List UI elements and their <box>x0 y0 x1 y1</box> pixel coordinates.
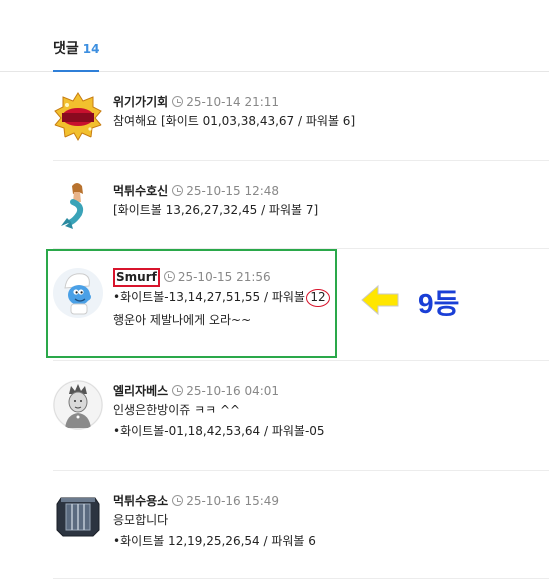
smurf-icon[interactable] <box>53 268 103 318</box>
comment-author[interactable]: 엘리자베스 <box>113 384 169 398</box>
comment-text: 행운아 제발나에게 오라~~ <box>113 313 252 327</box>
comment-divider <box>53 248 549 249</box>
tab-active-indicator <box>53 70 99 72</box>
comment-author[interactable]: Smurf <box>113 268 160 287</box>
comment-text: 참여해요 [화이트 01,03,38,43,67 / 파워볼 6] <box>113 114 356 128</box>
comment-time: 25-10-15 12:48 <box>186 184 280 198</box>
clock-icon <box>172 495 184 506</box>
circled-number: 12 <box>305 289 330 307</box>
clock-icon <box>172 96 184 107</box>
cell-icon[interactable] <box>53 490 103 540</box>
comment-text: 응모합니다 <box>113 513 169 527</box>
comment-author[interactable]: 위기가기회 <box>113 95 169 109</box>
comment-author[interactable]: 먹튀수용소 <box>113 494 169 508</box>
comment-count: 14 <box>82 42 100 56</box>
comment-text: •화이트볼-01,18,42,53,64 / 파워볼-05 <box>113 424 325 438</box>
comment-time: 25-10-16 15:49 <box>186 494 280 508</box>
comment-time: 25-10-14 21:11 <box>186 95 280 109</box>
comment-time: 25-10-16 04:01 <box>186 384 280 398</box>
jackpot-icon[interactable] <box>53 91 103 141</box>
tab-label: 댓글 <box>53 41 79 57</box>
pointer-arrow-icon <box>361 284 399 316</box>
highlight-box <box>46 249 337 358</box>
comment-text: 인생은한방이쥬 ㅋㅋ ^^ <box>113 403 241 417</box>
comment-item: 먹튀수호신 25-10-15 12:48 [화이트볼 13,26,27,32,45… <box>53 180 549 240</box>
comment-item-highlighted: Smurf 25-10-15 21:56 •화이트볼-13,14,27,51,55… <box>53 268 549 338</box>
clock-icon <box>172 385 184 396</box>
comment-author[interactable]: 먹튀수호신 <box>113 184 169 198</box>
queen-icon[interactable] <box>53 380 103 430</box>
rank-label: 9등 <box>418 288 460 319</box>
comment-item: 위기가기회 25-10-14 21:11 참여해요 [화이트 01,03,38,4… <box>53 91 549 151</box>
comment-divider <box>53 360 549 361</box>
comment-item: 엘리자베스 25-10-16 04:01 인생은한방이쥬 ㅋㅋ ^^ •화이트볼-… <box>53 380 549 450</box>
comment-item: 먹튀수용소 25-10-16 15:49 응모합니다 •화이트볼 12,19,25… <box>53 490 549 560</box>
clock-icon <box>163 271 175 282</box>
comment-text: •화이트볼-13,14,27,51,55 / 파워볼 <box>113 290 305 304</box>
comment-time: 25-10-15 21:56 <box>177 270 271 284</box>
clock-icon <box>172 185 184 196</box>
comment-divider <box>53 470 549 471</box>
comment-text: [화이트볼 13,26,27,32,45 / 파워볼 7] <box>113 203 319 217</box>
mermaid-icon[interactable] <box>53 180 103 230</box>
comment-text: •화이트볼 12,19,25,26,54 / 파워볼 6 <box>113 534 316 548</box>
comment-divider <box>53 578 549 579</box>
comment-divider <box>53 160 549 161</box>
